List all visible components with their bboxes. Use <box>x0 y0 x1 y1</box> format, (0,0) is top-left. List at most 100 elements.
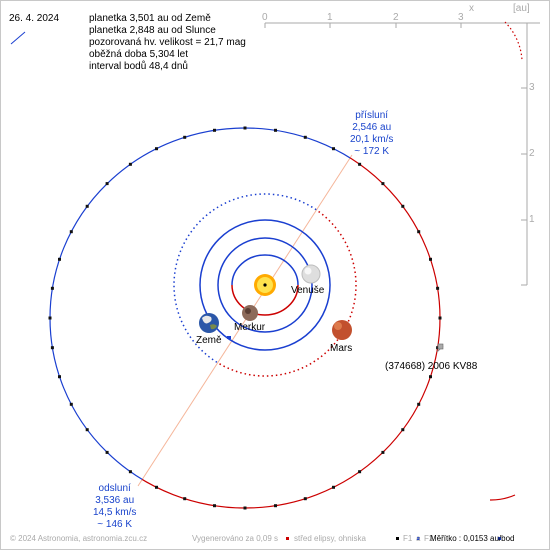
orbit-point <box>381 450 385 454</box>
aphelion-title: odsluní <box>98 483 131 494</box>
orbit-point <box>85 428 89 432</box>
orbit-point <box>128 162 132 166</box>
orbit-point <box>58 375 61 379</box>
asteroid-icon <box>436 343 444 353</box>
orbit-point <box>303 497 307 501</box>
legend-center-text: střed elipsy, ohniska <box>294 534 366 543</box>
orbit-point <box>48 316 52 320</box>
orbit-point <box>105 182 109 186</box>
orbit-point <box>438 316 442 320</box>
legend-f1-text: F1 <box>403 534 413 543</box>
orbit-point <box>183 135 187 139</box>
orbit-point <box>274 504 277 508</box>
venus-orbit <box>217 237 313 333</box>
earth-position-marker <box>227 336 231 339</box>
date-label: 26. 4. 2024 <box>9 13 60 24</box>
sun-icon <box>254 274 276 296</box>
generated-text: Vygenerováno za 0,09 s <box>192 534 278 543</box>
orbit-point <box>436 346 440 350</box>
legend-center-marker <box>286 537 289 540</box>
orbit-point <box>50 346 54 350</box>
info-line: pozorovaná hv. velikost = 21,7 mag <box>89 37 246 48</box>
orbit-point <box>332 485 335 489</box>
orbit-point <box>243 506 247 510</box>
orbit-point <box>128 470 132 474</box>
orbit-point <box>381 182 385 186</box>
orbit-point <box>332 147 335 151</box>
orbit-point <box>213 128 216 132</box>
orbit-point <box>155 485 158 489</box>
aphelion-annotation: odsluní 3,536 au 14,5 km/s ~ 146 K <box>93 483 136 531</box>
orbit-point <box>358 470 362 474</box>
mercury-icon <box>242 305 258 321</box>
asteroid-orbit <box>48 126 442 510</box>
perihelion-annotation: přísluní 2,546 au 20,1 km/s ~ 172 K <box>350 110 393 158</box>
mars-orbit <box>173 193 357 377</box>
y-tick-label: 2 <box>529 148 535 159</box>
mercury-orbit <box>231 254 299 316</box>
orbit-point <box>401 428 405 432</box>
info-block: planetka 3,501 au od Země planetka 2,848… <box>89 13 246 73</box>
orbit-point <box>155 147 158 151</box>
orbit-point <box>274 128 277 132</box>
scale-text: Měřítko : 0,0153 au/bod <box>430 534 515 543</box>
info-line: planetka 2,848 au od Slunce <box>89 25 216 36</box>
legend-f2-text: F2 <box>424 534 434 543</box>
venus-icon <box>301 264 321 284</box>
corner-arc-top <box>504 21 523 61</box>
x-tick-label: 0 <box>262 12 268 23</box>
axes <box>264 22 540 286</box>
copyright-text: © 2024 Astronomia, astronomia.zcu.cz <box>10 534 148 543</box>
aphelion-distance: 3,536 au <box>95 495 135 506</box>
earth-orbit <box>199 219 331 351</box>
footer: © 2024 Astronomia, astronomia.zcu.cz Vyg… <box>10 534 550 546</box>
x-tick-label: 2 <box>393 12 399 23</box>
x-axis-label: x <box>469 3 474 14</box>
legend-f1-marker <box>396 537 399 540</box>
legend-a-text: a <box>416 534 421 543</box>
orbit-point <box>105 450 109 454</box>
corner-arc <box>489 494 516 501</box>
north-pointer <box>10 31 26 45</box>
scale-marker <box>498 537 501 540</box>
unit-label: [au] <box>513 3 530 14</box>
orbit-point <box>429 375 432 379</box>
asteroid-label: (374668) 2006 KV88 <box>385 361 478 372</box>
aphelion-temperature: ~ 146 K <box>97 519 133 530</box>
orbit-point <box>85 204 89 208</box>
x-tick-label: 1 <box>327 12 333 23</box>
legend-f2-marker <box>417 537 420 540</box>
orbit-point <box>303 135 307 139</box>
mars-label: Mars <box>330 343 353 354</box>
mercury-label: Merkur <box>234 322 266 333</box>
orbit-point <box>358 162 362 166</box>
orbit-point <box>50 286 54 290</box>
earth-icon <box>199 313 219 333</box>
earth-label: Země <box>196 335 222 346</box>
asteroid-orbit-points <box>48 126 442 510</box>
y-tick-label: 3 <box>529 82 535 93</box>
venus-label: Venuše <box>291 285 325 296</box>
perihelion-title: přísluní <box>355 110 389 121</box>
orbit-point <box>417 230 421 234</box>
info-line: oběžná doba 5,304 let <box>89 49 188 60</box>
y-tick-label: 1 <box>529 214 535 225</box>
aphelion-speed: 14,5 km/s <box>93 507 137 518</box>
info-line: planetka 3,501 au od Země <box>89 13 211 24</box>
perihelion-temperature: ~ 172 K <box>354 146 390 157</box>
orbit-point <box>69 402 73 406</box>
orbit-point <box>183 497 187 501</box>
orbit-point <box>213 504 216 508</box>
perihelion-speed: 20,1 km/s <box>350 134 394 145</box>
orbit-point <box>429 257 432 261</box>
orbit-point <box>417 402 421 406</box>
orbit-point <box>401 204 405 208</box>
orbit-point <box>243 126 247 130</box>
orbit-point <box>436 286 440 290</box>
info-line: interval bodů 48,4 dnů <box>89 61 188 72</box>
mars-icon <box>332 320 352 340</box>
orbit-point <box>69 230 73 234</box>
perihelion-distance: 2,546 au <box>352 122 392 133</box>
x-tick-label: 3 <box>458 12 464 23</box>
